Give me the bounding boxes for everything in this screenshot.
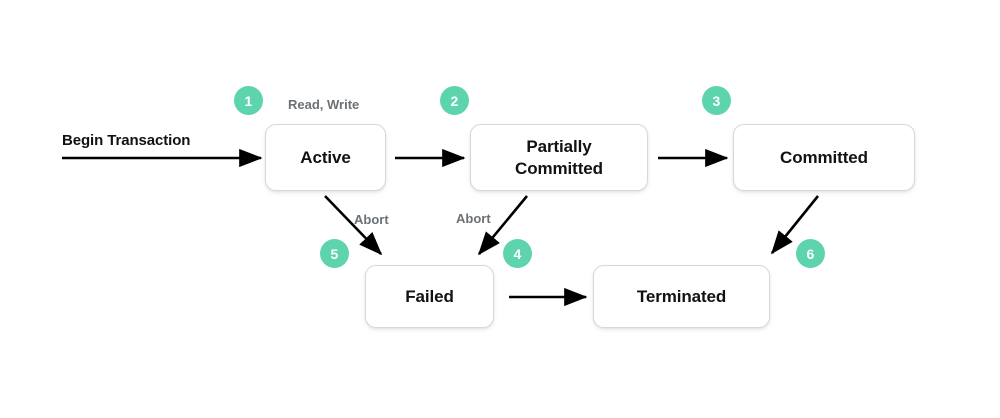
node-committed[interactable]: Committed <box>733 124 915 191</box>
step-badge-1: 1 <box>234 86 263 115</box>
step-badge-3: 3 <box>702 86 731 115</box>
step-badge-6: 6 <box>796 239 825 268</box>
edge-label-abort-from-active: Abort <box>354 212 389 227</box>
step-badge-2: 2 <box>440 86 469 115</box>
node-partially-committed-label: Partially Committed <box>515 136 603 178</box>
step-badge-4: 4 <box>503 239 532 268</box>
begin-transaction-label: Begin Transaction <box>62 132 191 149</box>
edge-label-read-write: Read, Write <box>288 97 360 112</box>
step-badge-4-number: 4 <box>513 245 522 262</box>
step-badge-1-number: 1 <box>244 92 253 109</box>
node-failed-label: Failed <box>405 286 454 306</box>
node-failed[interactable]: Failed <box>365 265 494 328</box>
node-active[interactable]: Active <box>265 124 386 191</box>
step-badge-5: 5 <box>320 239 349 268</box>
node-committed-label: Committed <box>780 147 868 167</box>
node-partially-committed[interactable]: Partially Committed <box>470 124 648 191</box>
edge-label-abort-from-partially-committed: Abort <box>456 211 491 226</box>
step-badge-5-number: 5 <box>330 245 339 262</box>
step-badge-2-number: 2 <box>450 92 459 109</box>
node-terminated-label: Terminated <box>636 286 727 306</box>
node-active-label: Active <box>300 147 351 167</box>
step-badge-3-number: 3 <box>712 92 721 109</box>
step-badge-6-number: 6 <box>806 245 815 262</box>
node-terminated[interactable]: Terminated <box>593 265 770 328</box>
